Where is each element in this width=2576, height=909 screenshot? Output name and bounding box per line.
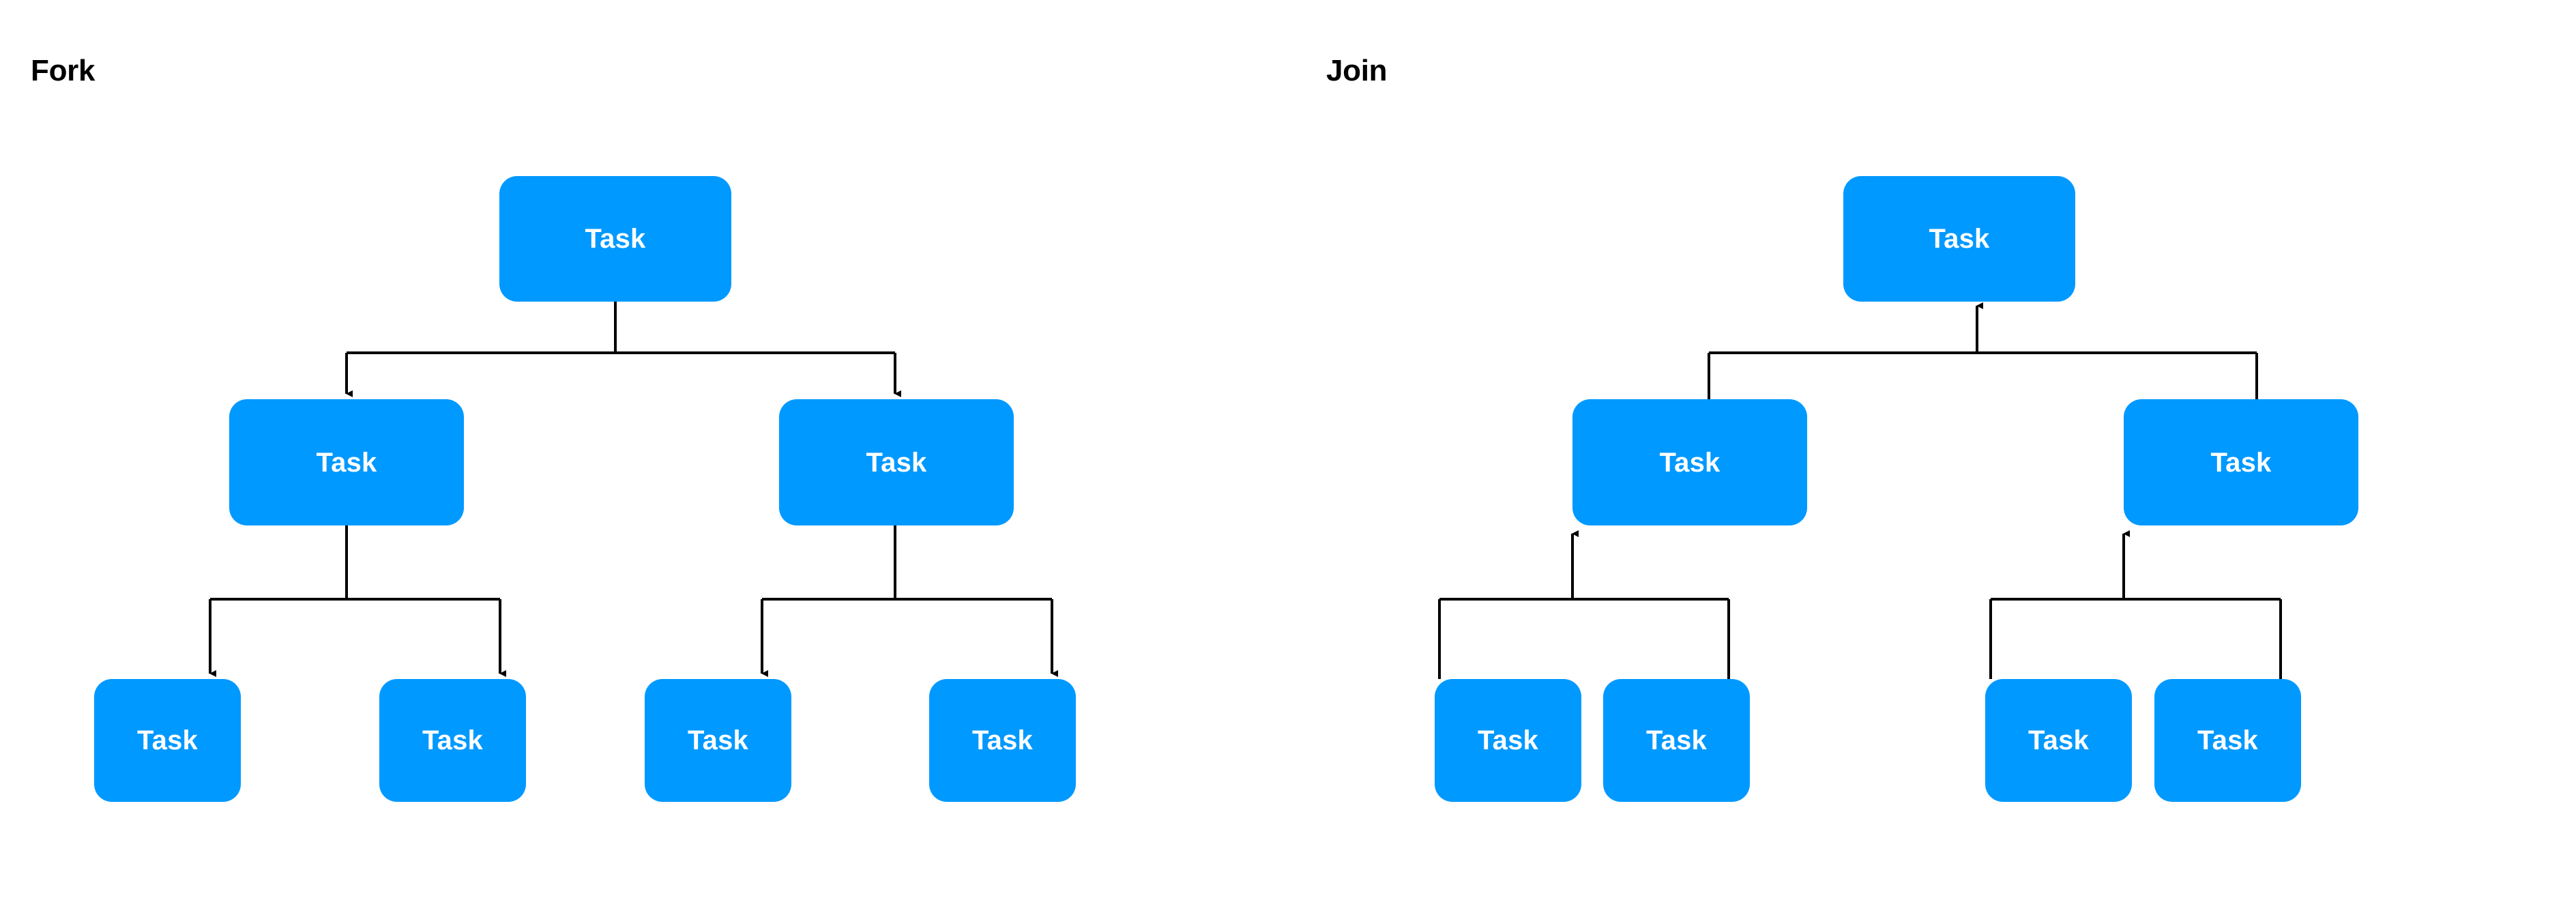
- fork-node-level2-3[interactable]: Task: [645, 679, 791, 802]
- fork-node-level1-1[interactable]: Task: [229, 399, 464, 525]
- node-label: Task: [2210, 447, 2272, 478]
- node-label: Task: [316, 447, 377, 478]
- fork-diagram-panel: Fork: [31, 54, 1076, 802]
- join-diagram-panel: Join: [1288, 0, 2576, 909]
- node-label: Task: [1659, 447, 1721, 478]
- node-label: Task: [422, 725, 483, 755]
- join-node-level2-4[interactable]: Task: [2154, 679, 2301, 802]
- fork-node-level2-2[interactable]: Task: [379, 679, 526, 802]
- fork-node-root[interactable]: Task: [499, 176, 731, 302]
- join-node-level1-1[interactable]: Task: [1572, 399, 1807, 525]
- node-label: Task: [1477, 725, 1538, 755]
- join-node-level1-2[interactable]: Task: [2124, 399, 2358, 525]
- node-label: Task: [1929, 224, 1990, 254]
- node-label: Task: [2197, 725, 2258, 755]
- join-node-level2-1[interactable]: Task: [1435, 679, 1581, 802]
- fork-node-level2-1[interactable]: Task: [94, 679, 241, 802]
- fork-node-level2-4[interactable]: Task: [929, 679, 1076, 802]
- node-label: Task: [971, 725, 1033, 755]
- node-label: Task: [585, 224, 646, 254]
- fork-title: Fork: [31, 54, 96, 87]
- join-node-level2-3[interactable]: Task: [1985, 679, 2132, 802]
- join-title: Join: [1326, 54, 1388, 87]
- node-label: Task: [866, 447, 927, 478]
- node-label: Task: [687, 725, 748, 755]
- node-label: Task: [136, 725, 198, 755]
- node-label: Task: [1645, 725, 1707, 755]
- join-node-root[interactable]: Task: [1843, 176, 2075, 302]
- join-node-level2-2[interactable]: Task: [1603, 679, 1750, 802]
- node-label: Task: [2028, 725, 2089, 755]
- fork-node-level1-2[interactable]: Task: [779, 399, 1014, 525]
